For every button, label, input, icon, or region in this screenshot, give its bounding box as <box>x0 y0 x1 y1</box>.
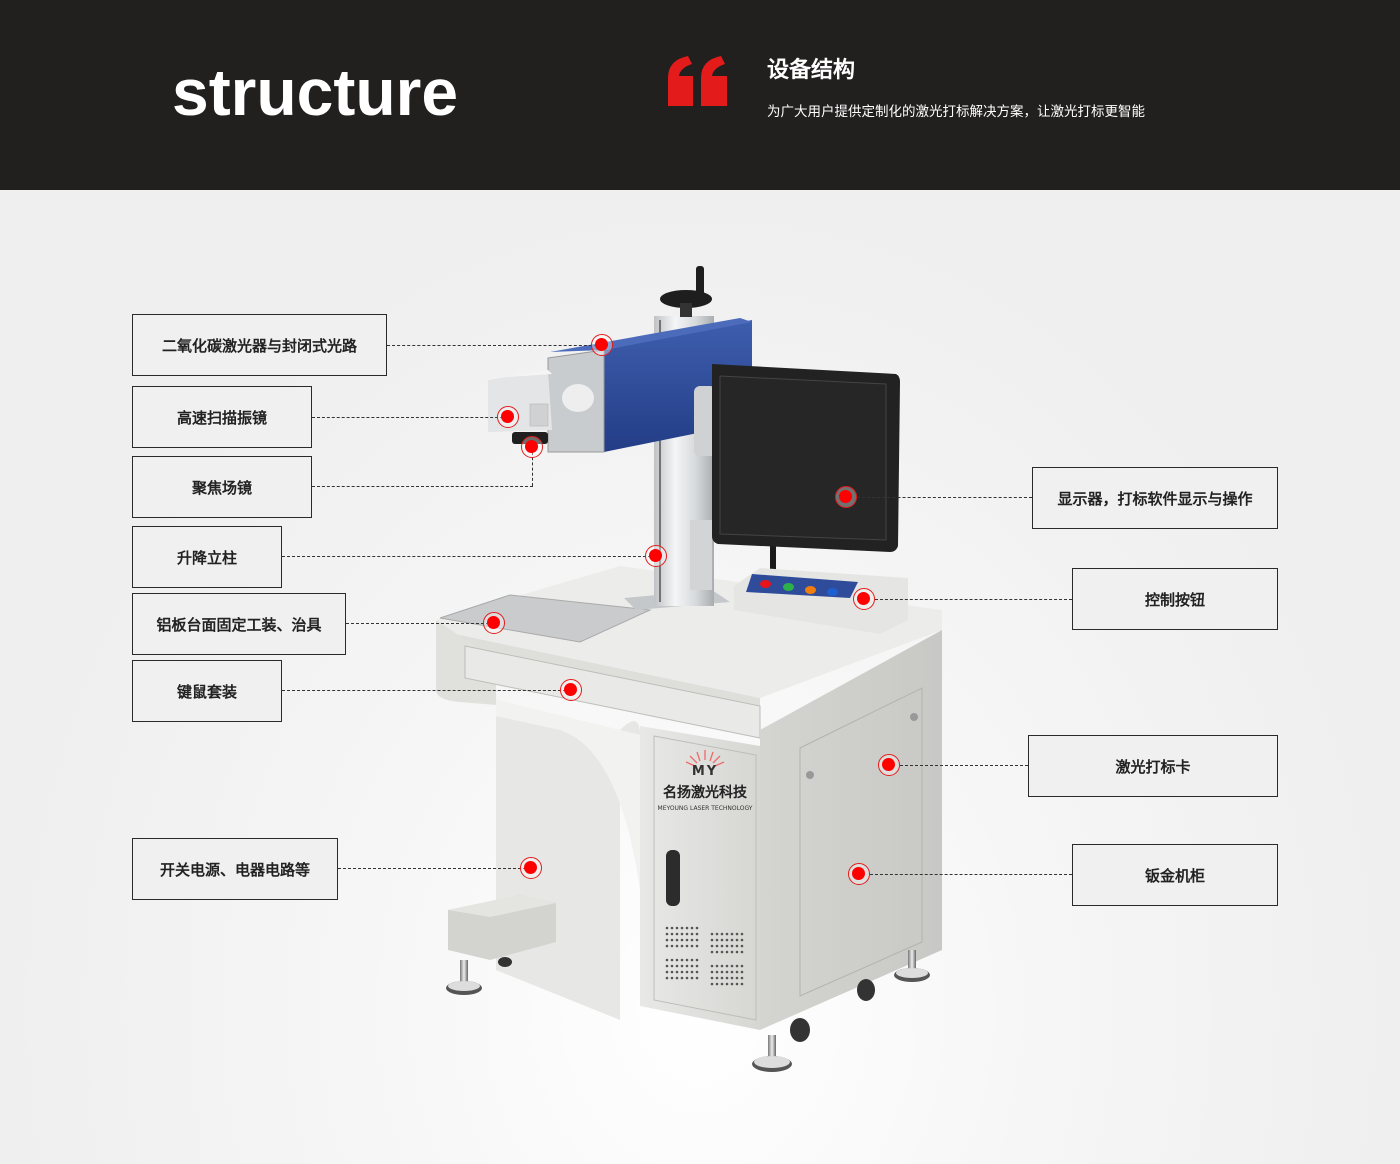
control-button-red[interactable] <box>760 580 771 588</box>
callout-monitor: 显示器，打标软件显示与操作 <box>1032 467 1278 529</box>
callout-cabinet: 钣金机柜 <box>1072 844 1278 906</box>
quote-mark-icon <box>668 56 727 106</box>
left-leg-highlight <box>496 700 640 890</box>
hotspot-galvo-scanner[interactable] <box>497 406 519 428</box>
monitor-screen <box>719 375 887 541</box>
structure-diagram: MY 名扬激光科技 MEYOUNG LASER TECHNOLOGY 二氧化碳激… <box>0 190 1400 1164</box>
callout-label: 激光打标卡 <box>1115 757 1191 776</box>
aluminum-worktable <box>439 594 652 643</box>
handwheel-shaft <box>680 303 692 317</box>
leader-line <box>900 765 1028 766</box>
galvo-vent <box>529 403 549 427</box>
handwheel-crank <box>696 266 704 296</box>
callout-co2-laser: 二氧化碳激光器与封闭式光路 <box>132 314 387 376</box>
galvo-top <box>488 370 552 380</box>
hotspot-control-buttons[interactable] <box>853 588 875 610</box>
section-subtitle: 为广大用户提供定制化的激光打标解决方案，让激光打标更智能 <box>767 104 1145 120</box>
callout-label: 钣金机柜 <box>1144 866 1205 885</box>
hotspot-keyboard-mouse[interactable] <box>560 679 582 701</box>
callout-marking-card: 激光打标卡 <box>1028 735 1278 797</box>
monitor-bracket <box>694 386 716 456</box>
control-button-orange[interactable] <box>805 586 816 594</box>
sheet-metal-cabinet-front <box>640 726 760 1030</box>
page-title: structure <box>172 55 459 129</box>
leader-line <box>870 874 1072 875</box>
header-banner: structure 设备结构 为广大用户提供定制化的激光打标解决方案，让激光打标… <box>0 0 1400 190</box>
foot-pedal-top <box>448 895 556 917</box>
handwheel <box>660 290 712 308</box>
brand-name-en: MEYOUNG LASER TECHNOLOGY <box>657 805 753 812</box>
leveling-feet <box>446 950 930 1072</box>
callout-label: 控制按钮 <box>1144 590 1205 609</box>
hotspot-marking-card[interactable] <box>878 754 900 776</box>
callout-label: 开关电源、电器电路等 <box>159 860 310 879</box>
beam-coupler <box>562 384 594 412</box>
control-button-blue[interactable] <box>827 588 838 596</box>
leader-line <box>338 868 531 869</box>
leader-line <box>312 417 508 418</box>
callout-aluminum-worktable: 铝板台面固定工装、治具 <box>132 593 346 655</box>
hotspot-lifting-column[interactable] <box>645 545 667 567</box>
callout-lifting-column: 升降立柱 <box>132 526 282 588</box>
hotspot-cabinet[interactable] <box>848 863 870 885</box>
brand-logo-mark: MY <box>691 764 719 779</box>
hotspot-field-lens[interactable] <box>521 436 543 458</box>
leader-line <box>282 690 571 691</box>
door-handle <box>666 850 680 906</box>
callout-label: 铝板台面固定工装、治具 <box>156 615 322 634</box>
hotspot-monitor[interactable] <box>835 486 857 508</box>
door-lock-icon <box>806 771 814 779</box>
vent-grille <box>665 926 744 986</box>
column-brace <box>690 520 712 590</box>
cabinet-door-outline <box>653 735 757 1021</box>
callout-field-lens: 聚焦场镜 <box>132 456 312 518</box>
hotspot-power-supply[interactable] <box>520 857 542 879</box>
leader-line <box>282 556 656 557</box>
callout-control-buttons: 控制按钮 <box>1072 568 1278 630</box>
door-lock-icon <box>910 713 918 721</box>
leader-line <box>532 447 533 486</box>
callout-label: 升降立柱 <box>176 548 237 567</box>
callout-power-supply: 开关电源、电器电路等 <box>132 838 338 900</box>
control-button-green[interactable] <box>783 583 794 591</box>
leader-line <box>875 599 1072 600</box>
callout-label: 高速扫描振镜 <box>176 408 267 427</box>
leader-line <box>346 623 494 624</box>
sheet-metal-cabinet-side <box>760 630 942 1030</box>
callout-label: 键鼠套装 <box>176 682 237 701</box>
leader-line <box>312 486 533 487</box>
section-title: 设备结构 <box>767 58 856 83</box>
monitor-stand <box>770 530 776 590</box>
callout-label: 显示器，打标软件显示与操作 <box>1057 489 1253 508</box>
hotspot-co2-laser[interactable] <box>591 334 613 356</box>
brand-logo-rays <box>685 750 725 767</box>
hotspot-aluminum-worktable[interactable] <box>483 612 505 634</box>
callout-keyboard-mouse: 键鼠套装 <box>132 660 282 722</box>
brand-logo: MY 名扬激光科技 MEYOUNG LASER TECHNOLOGY <box>652 764 758 813</box>
side-door-outline <box>799 687 923 997</box>
leader-line <box>387 345 602 346</box>
callout-galvo-scanner: 高速扫描振镜 <box>132 386 312 448</box>
callout-label: 聚焦场镜 <box>191 478 252 497</box>
brand-name-cn: 名扬激光科技 <box>663 785 747 801</box>
leader-line <box>857 497 1032 498</box>
callout-label: 二氧化碳激光器与封闭式光路 <box>161 336 357 355</box>
